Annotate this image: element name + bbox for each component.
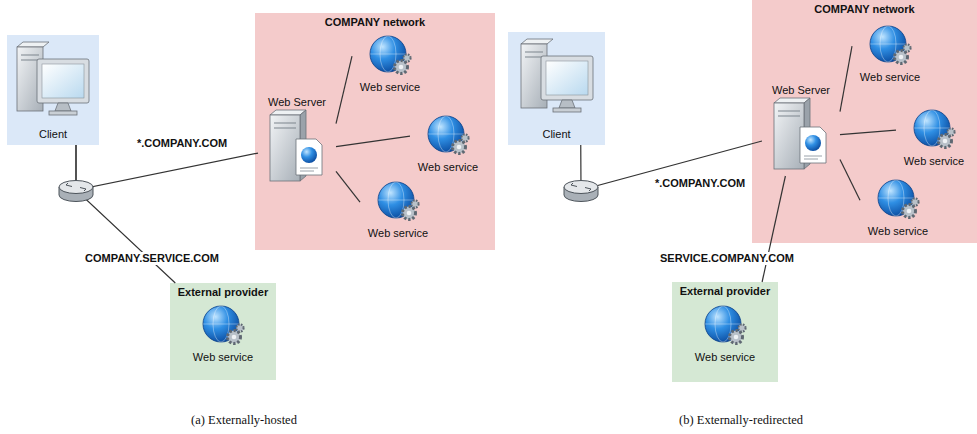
router-top (564, 181, 598, 194)
network-region: COMPANY networkWeb ServerWeb serviceWeb … (255, 13, 495, 250)
subfigure-caption: (a) Externally-hosted (191, 413, 297, 428)
router-icon (59, 181, 93, 202)
node-label: Web service (368, 227, 428, 240)
globe-icon (868, 24, 912, 68)
computer-icon (521, 39, 593, 112)
node-label: Web service (695, 351, 755, 364)
globe-icon (203, 306, 244, 344)
router-arrows (66, 183, 86, 191)
domain-label: *.COMPANY.COM (653, 177, 747, 190)
region-title: External provider (680, 285, 770, 298)
globe-icon (368, 34, 412, 78)
globe-icon (376, 180, 420, 224)
network-link (336, 136, 410, 146)
web-server: Web Server (258, 96, 336, 188)
domain-label: COMPANY.SERVICE.COM (83, 252, 221, 265)
globe-icon (912, 108, 956, 152)
web-service: Web service (687, 304, 763, 364)
region-title: External provider (178, 286, 268, 299)
network-link (581, 141, 762, 190)
subfigure-caption: (b) Externally-redirected (679, 413, 803, 428)
web-service: Web service (896, 108, 972, 168)
domain-label: *.COMPANY.COM (135, 137, 229, 150)
globe-icon (426, 114, 470, 158)
client-box: Client (508, 32, 605, 145)
web-service: Web service (360, 180, 436, 240)
router-icon (564, 181, 598, 202)
network-link (336, 171, 360, 202)
globe-icon (705, 306, 746, 344)
globe-icon (870, 26, 911, 64)
router-body (564, 187, 598, 202)
network-link (840, 46, 852, 111)
computer-icon (517, 36, 597, 120)
server-icon (262, 109, 332, 185)
region-title: COMPANY network (814, 3, 914, 16)
web-service: Web service (410, 114, 486, 174)
web-service: Web service (352, 34, 428, 94)
node-label: Web service (904, 155, 964, 168)
network-link (76, 145, 258, 190)
globe-icon (878, 180, 919, 218)
router-arrows (571, 183, 591, 191)
computer-icon (17, 42, 89, 115)
globe-icon (370, 36, 411, 74)
network-link (762, 176, 785, 282)
globe-icon (201, 304, 245, 348)
globe-icon (378, 182, 419, 220)
node-label: Web service (418, 161, 478, 174)
globe-icon (914, 110, 955, 148)
web-service: Web service (185, 304, 261, 364)
web-server: Web Server (762, 84, 840, 176)
node-label: Web service (860, 71, 920, 84)
server-icon (766, 97, 836, 173)
client-box: Client (7, 35, 99, 145)
node-label: Client (542, 128, 570, 141)
globe-icon (428, 116, 469, 154)
node-label: Web Server (772, 84, 830, 97)
node-label: Web Server (268, 96, 326, 109)
domain-label: SERVICE.COMPANY.COM (658, 252, 796, 265)
globe-icon (703, 304, 747, 348)
node-label: Client (39, 128, 67, 141)
web-service: Web service (860, 178, 936, 238)
web-service: Web service (852, 24, 928, 84)
network-region: COMPANY networkWeb ServerWeb serviceWeb … (752, 0, 977, 243)
router-top (59, 181, 93, 194)
node-label: Web service (868, 225, 928, 238)
node-label: Web service (193, 351, 253, 364)
router-body (59, 187, 93, 202)
computer-icon (13, 39, 93, 123)
server-icon (270, 110, 322, 181)
network-link (840, 159, 860, 200)
provider-region: External providerWeb service (672, 282, 778, 382)
provider-region: External providerWeb service (170, 283, 276, 380)
network-link (336, 56, 352, 123)
region-title: COMPANY network (325, 16, 425, 29)
server-icon (774, 98, 826, 169)
node-label: Web service (360, 81, 420, 94)
network-link (840, 130, 896, 134)
globe-icon (876, 178, 920, 222)
